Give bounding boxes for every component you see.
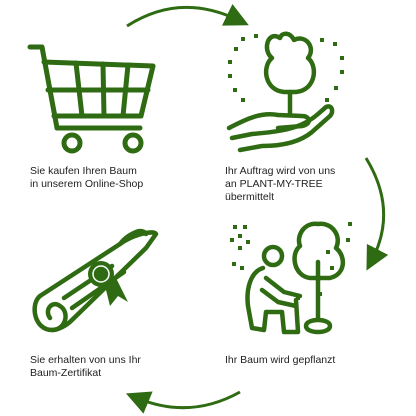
step-3-text: Ihr Baum wird gepflanzt: [225, 354, 335, 367]
step-3-line-1: Ihr Baum wird gepflanzt: [225, 354, 336, 366]
arrow-left-icon: [125, 390, 241, 414]
step-2-line-3: übermittelt: [225, 191, 275, 203]
shopping-cart-icon: [27, 44, 156, 154]
arrow-right-icon: [126, 3, 249, 28]
step-2-line-2: an PLANT-MY-TREE: [225, 178, 323, 190]
step-4-line-2: Baum-Zertifikat: [30, 367, 102, 379]
step-4-line-1: Sie erhalten von uns Ihr: [30, 354, 141, 366]
step-1-line-2: in unserem Online-Shop: [30, 178, 144, 190]
tree-in-hand-icon: [226, 31, 344, 153]
certificate-scroll-icon: [32, 228, 159, 333]
step-1-line-1: Sie kaufen Ihren Baum: [30, 165, 137, 177]
step-1-text: Sie kaufen Ihren Baum in unserem Online-…: [30, 165, 143, 191]
person-planting-tree-icon: [230, 221, 352, 335]
arrow-down-icon: [364, 157, 389, 271]
step-2-line-1: Ihr Auftrag wird von uns: [225, 165, 336, 177]
step-4-text: Sie erhalten von uns Ihr Baum-Zertifikat: [30, 354, 141, 380]
step-2-text: Ihr Auftrag wird von uns an PLANT-MY-TRE…: [225, 165, 335, 204]
